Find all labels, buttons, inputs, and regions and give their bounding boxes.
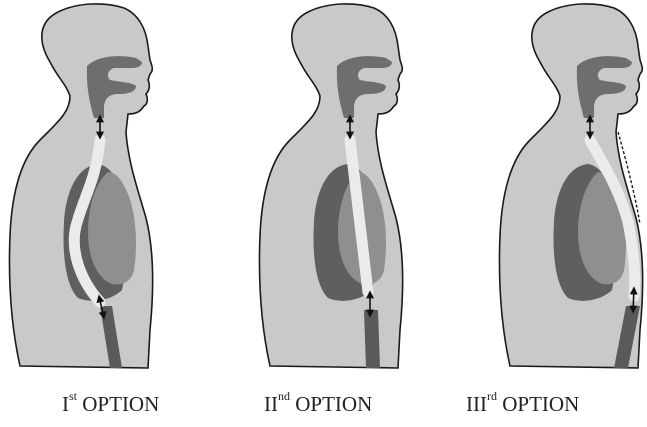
panel-option-1 <box>9 4 152 368</box>
caption-option-2: IInd OPTION <box>264 394 372 415</box>
caption-word: OPTION <box>295 392 372 416</box>
caption-numeral: I <box>62 392 69 416</box>
lower-esophagus <box>364 310 380 368</box>
caption-word: OPTION <box>82 392 159 416</box>
caption-word: OPTION <box>502 392 579 416</box>
caption-numeral: II <box>264 392 278 416</box>
caption-ordinal-suffix: nd <box>278 389 290 403</box>
caption-ordinal-suffix: st <box>69 389 77 403</box>
arrow-lower-anastomosis <box>633 288 634 312</box>
panel-option-3 <box>499 4 642 368</box>
caption-numeral: III <box>466 392 487 416</box>
caption-option-1: Ist OPTION <box>62 394 159 415</box>
panel-option-2 <box>259 4 402 368</box>
caption-ordinal-suffix: rd <box>487 389 497 403</box>
caption-option-3: IIIrd OPTION <box>466 394 579 415</box>
